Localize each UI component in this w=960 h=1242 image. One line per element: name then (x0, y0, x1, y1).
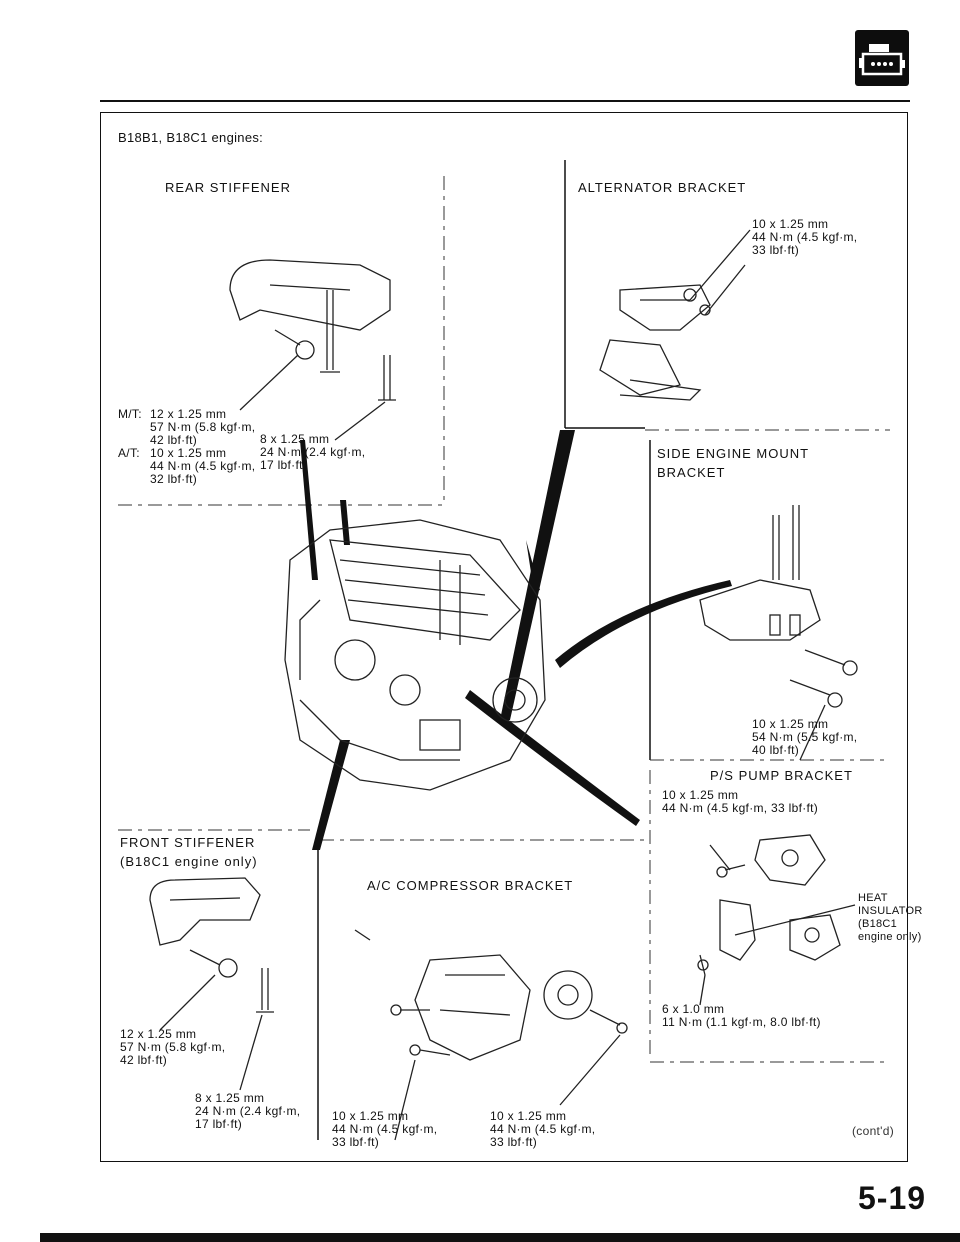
rear-stiffener-at-label: A/T: (118, 446, 140, 460)
page-number: 5-19 (858, 1180, 927, 1216)
rear-stiffener-title: REAR STIFFENER (165, 180, 291, 195)
alternator-bracket-title: ALTERNATOR BRACKET (578, 180, 747, 195)
engine-note: B18B1, B18C1 engines: (118, 130, 264, 145)
engine-section-icon (855, 30, 909, 86)
page-footer-bar (40, 1233, 960, 1242)
heat-insulator-label: HEAT INSULATOR (B18C1 engine only) (858, 892, 923, 943)
alternator-bracket-spec: 10 x 1.25 mm 44 N·m (4.5 kgf·m, 33 lbf·f… (752, 217, 858, 257)
rear-stiffener-at-spec: 10 x 1.25 mm 44 N·m (4.5 kgf·m, 32 lbf·f… (150, 446, 256, 486)
header-rule (100, 100, 910, 102)
side-engine-mount-spec: 10 x 1.25 mm 54 N·m (5.5 kgf·m, 40 lbf·f… (752, 717, 858, 757)
ac-compressor-bracket-spec-left: 10 x 1.25 mm 44 N·m (4.5 kgf·m, 33 lbf·f… (332, 1109, 438, 1149)
side-engine-mount-title: SIDE ENGINE MOUNT BRACKET (657, 446, 810, 480)
rear-stiffener-bolt-spec: 8 x 1.25 mm 24 N·m (2.4 kgf·m, 17 lbf·ft… (260, 432, 366, 472)
rear-stiffener-mt-label: M/T: (118, 407, 142, 421)
diagram-frame (100, 112, 908, 1162)
front-stiffener-title: FRONT STIFFENER (B18C1 engine only) (120, 835, 258, 869)
rear-stiffener-mt-spec: 12 x 1.25 mm 57 N·m (5.8 kgf·m, 42 lbf·f… (150, 407, 256, 447)
front-stiffener-spec-a: 12 x 1.25 mm 57 N·m (5.8 kgf·m, 42 lbf·f… (120, 1027, 226, 1067)
ps-pump-bracket-spec-top: 10 x 1.25 mm 44 N·m (4.5 kgf·m, 33 lbf·f… (662, 788, 819, 815)
continued-label: (cont'd) (852, 1124, 895, 1138)
front-stiffener-spec-b: 8 x 1.25 mm 24 N·m (2.4 kgf·m, 17 lbf·ft… (195, 1091, 301, 1131)
ac-compressor-bracket-title: A/C COMPRESSOR BRACKET (367, 878, 574, 893)
ac-compressor-bracket-spec-right: 10 x 1.25 mm 44 N·m (4.5 kgf·m, 33 lbf·f… (490, 1109, 596, 1149)
ps-pump-bracket-spec-bottom: 6 x 1.0 mm 11 N·m (1.1 kgf·m, 8.0 lbf·ft… (662, 1002, 821, 1029)
ps-pump-bracket-title: P/S PUMP BRACKET (710, 768, 853, 783)
